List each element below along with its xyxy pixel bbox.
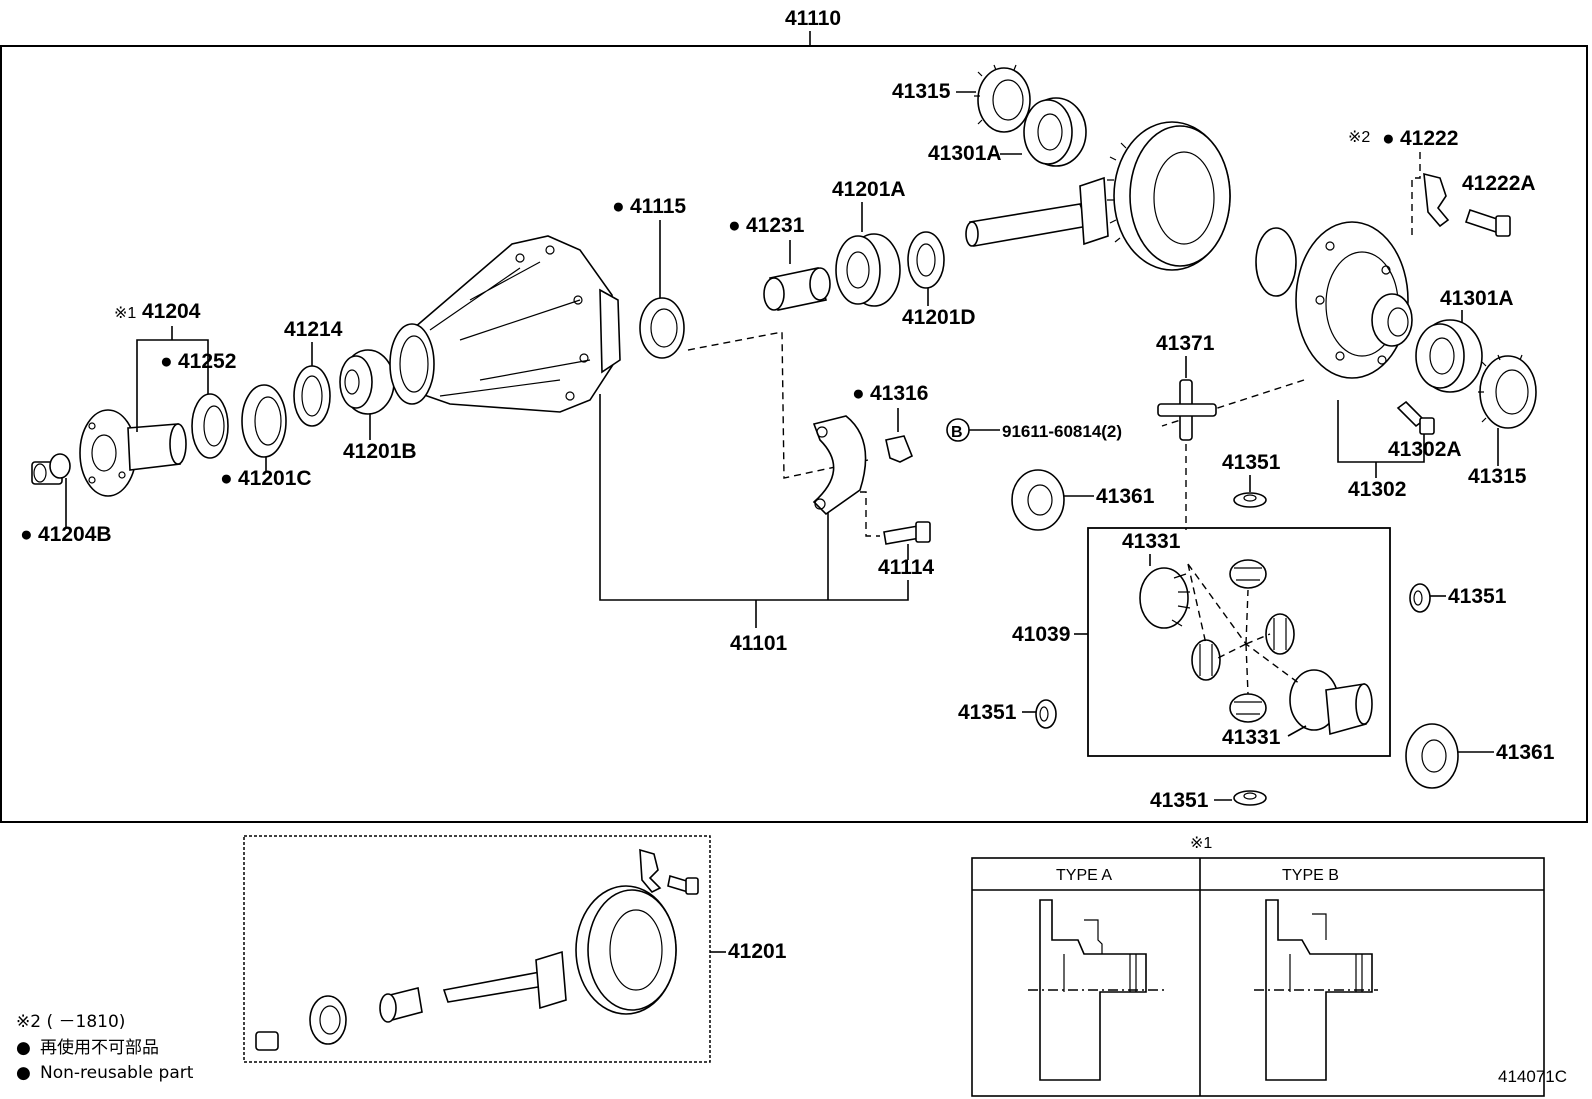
label-41201a[interactable]: 41201A [832,178,906,201]
label-41361-a[interactable]: 41361 [1096,485,1155,508]
type-a-header: TYPE A [1056,867,1112,884]
legend-note2: ※2 ( －1810) [16,1012,125,1032]
label-41204[interactable]: 41204 [142,300,201,323]
nut-41204b-icon [31,453,71,485]
label-41315-right[interactable]: 41315 [1468,465,1527,488]
thrust-washer-41351b-icon [1409,583,1431,613]
bearing-41301a-top-icon [1023,97,1087,167]
label-41316[interactable]: 41316 [870,382,928,405]
label-41361-b[interactable]: 41361 [1496,741,1555,764]
main-frame [0,45,1588,823]
bearing-41301a-right-icon [1415,319,1483,393]
kit-41201-parts-icon [255,848,699,1051]
label-41201c-bullet: ● [220,467,233,490]
bolt-41114-icon [883,521,931,545]
spider-41371-icon [1157,379,1217,441]
pinion-gear-1-icon [1229,559,1267,589]
kit-41201-frame [243,835,711,1063]
label-41231[interactable]: 41231 [746,214,805,237]
thrust-washer-41361b-icon [1405,723,1459,789]
label-41110[interactable]: 41110 [785,7,841,30]
spacer-41231-icon [763,267,831,311]
label-41222a[interactable]: 41222A [1462,172,1536,195]
diagram-code: 414071C [1498,1067,1567,1086]
label-41222[interactable]: 41222 [1400,127,1458,150]
label-41101[interactable]: 41101 [730,632,788,655]
label-41201b[interactable]: 41201B [343,440,417,463]
adjusting-lock-41316-icon [885,435,914,463]
kit-41039-frame [1087,527,1391,757]
label-41371[interactable]: 41371 [1156,332,1215,355]
bearing-cap-icon [812,415,867,516]
label-41252[interactable]: 41252 [178,350,236,373]
label-41222-bullet: ● [1382,127,1395,150]
washer-41252-icon [191,393,229,459]
label-41204b-bullet: ● [20,523,33,546]
label-41315-top[interactable]: 41315 [892,80,951,103]
label-41351-c[interactable]: 41351 [958,701,1017,724]
bolt-41302a-icon [1396,400,1435,435]
label-41316-bullet: ● [852,382,865,405]
thrust-washer-41361-icon [1011,469,1065,531]
adjusting-nut-41315-icon [974,64,1031,133]
side-gear-41331b-icon [1289,669,1373,736]
spacer-41214-icon [293,365,331,427]
label-bolt-circle: B [951,424,963,441]
label-41214[interactable]: 41214 [284,318,343,341]
label-41351-a[interactable]: 41351 [1222,451,1281,474]
bearing-41201b-icon [339,349,395,415]
bolt-41222a-icon [1464,208,1511,237]
legend-line-jp: 再使用不可部品 [40,1037,159,1058]
label-41301a-right[interactable]: 41301A [1440,287,1514,310]
differential-carrier-icon [389,235,621,413]
label-bolt-part[interactable]: 91611-60814(2) [1002,422,1122,441]
thrust-washer-41351a-icon [1233,492,1267,508]
label-41204b[interactable]: 41204B [38,523,112,546]
label-41302a[interactable]: 41302A [1388,438,1462,461]
legend-bullet-jp: ● [16,1038,31,1058]
type-b-header: TYPE B [1282,867,1339,884]
label-41351-d[interactable]: 41351 [1150,789,1209,812]
label-41351-b[interactable]: 41351 [1448,585,1507,608]
label-41252-bullet: ● [160,350,173,373]
pinion-gear-4-icon [1229,693,1267,723]
pinion-gear-3-icon [1191,639,1221,681]
label-41201c[interactable]: 41201C [238,467,312,490]
label-41039[interactable]: 41039 [1012,623,1070,646]
label-41201d[interactable]: 41201D [902,306,976,329]
flange-41204-icon [79,409,187,497]
type-table-mark: ※1 [1190,835,1212,852]
legend-bullet-en: ● [16,1063,31,1083]
thrust-washer-41351d-icon [1233,790,1267,806]
label-41301a-top[interactable]: 41301A [928,142,1002,165]
label-41115-bullet: ● [612,195,625,218]
label-41231-bullet: ● [728,214,741,237]
label-41204-mark: ※1 [114,305,136,322]
oil-seal-41115-icon [639,297,685,359]
legend-line-en: Non-reusable part [40,1063,194,1083]
type-a-section-icon [1028,899,1164,1081]
thrust-washer-41351c-icon [1035,699,1057,729]
label-41114[interactable]: 41114 [878,556,934,579]
bearing-41201c-icon [241,384,287,458]
label-41201[interactable]: 41201 [728,940,787,963]
label-41222-mark: ※2 [1348,129,1370,146]
shim-41201d-icon [907,231,945,289]
type-table-frame [971,857,1545,1097]
label-41302[interactable]: 41302 [1348,478,1406,501]
label-41115[interactable]: 41115 [630,195,686,218]
bearing-41201a-icon [835,233,901,307]
side-gear-41331a-icon [1139,567,1191,629]
differential-case-41302-icon [1255,221,1413,379]
adjusting-nut-41315-right-icon [1478,354,1537,429]
ring-gear-pinion-icon [965,121,1231,271]
label-41331-a[interactable]: 41331 [1122,530,1181,553]
type-b-section-icon [1254,899,1378,1081]
pinion-gear-2-icon [1265,613,1295,655]
label-41331-b[interactable]: 41331 [1222,726,1281,749]
lock-plate-41222-icon [1423,172,1450,228]
